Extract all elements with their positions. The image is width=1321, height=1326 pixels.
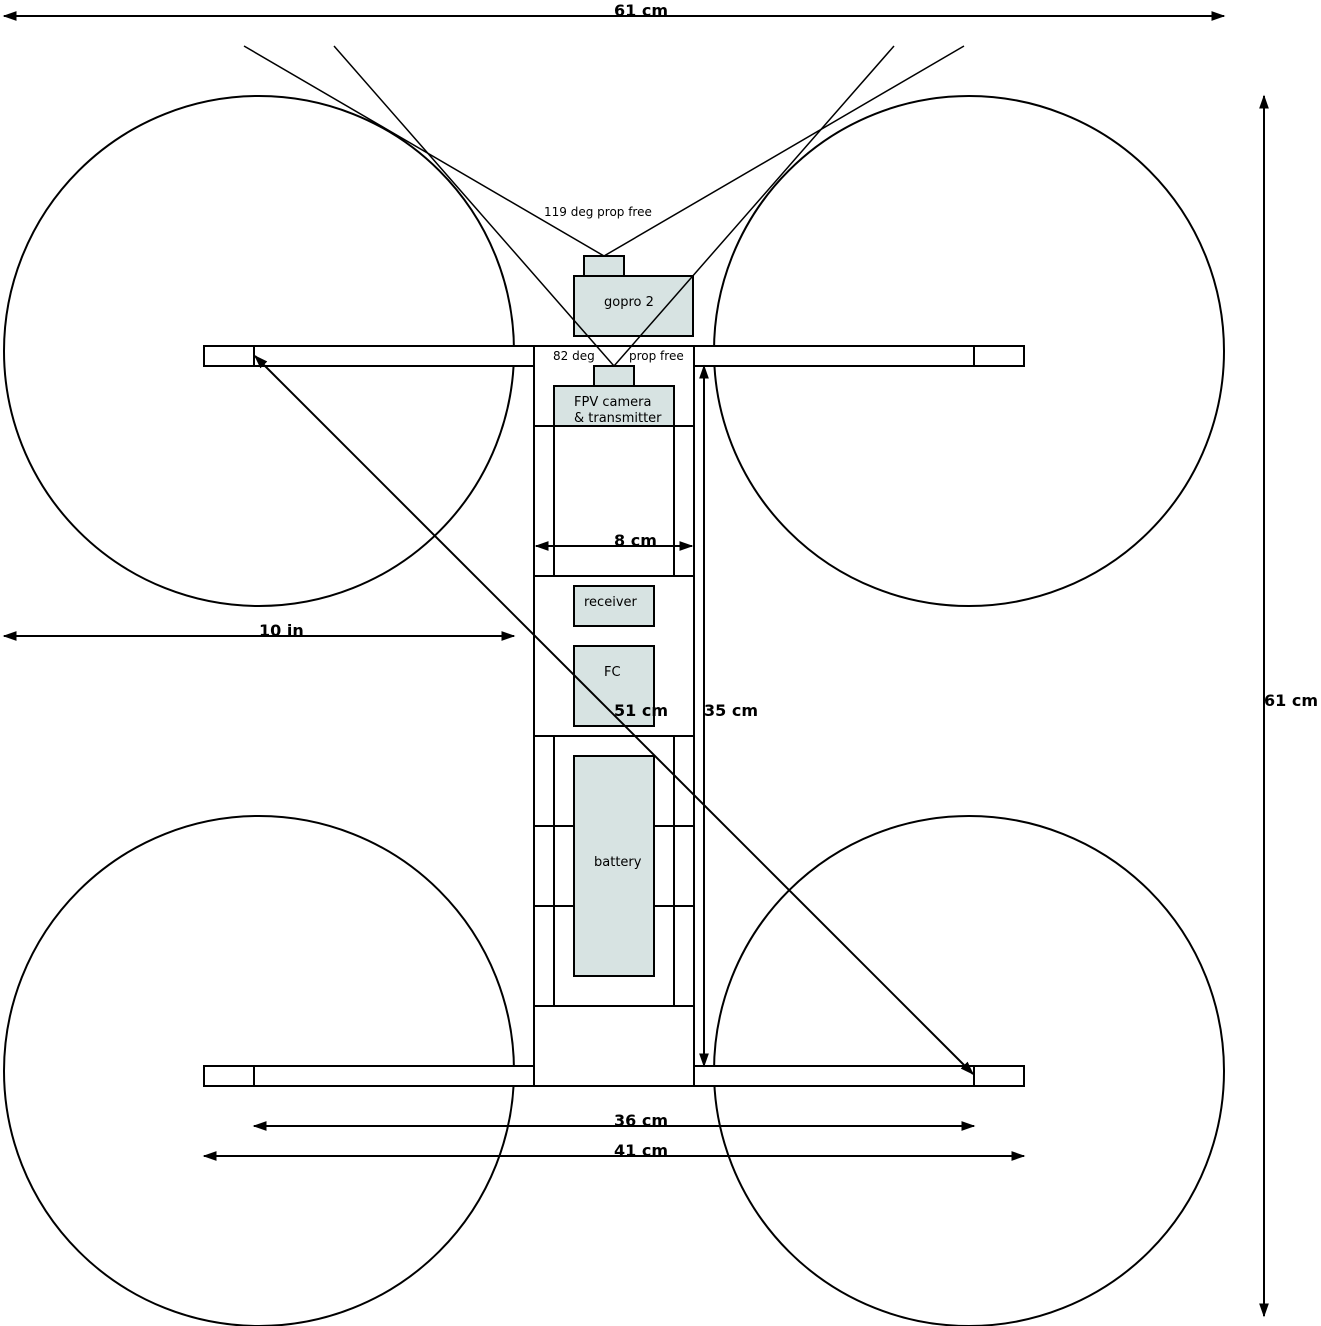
fpv-fov-line-right (613, 45, 895, 367)
receiver-label: receiver (584, 595, 638, 610)
diagonal-arrow (254, 355, 974, 1075)
overall-height-label: 61 cm (1264, 691, 1318, 710)
gopro-mount (583, 255, 625, 277)
fc-label: FC (604, 665, 621, 680)
battery-label: battery (594, 855, 642, 870)
body-width-label: 8 cm (614, 531, 657, 550)
diagonal-label: 51 cm (614, 701, 668, 720)
fpv-fov-label-a: 82 deg (553, 349, 595, 363)
arm-span-label: 41 cm (614, 1141, 668, 1160)
fpv-label-line1: FPV camera (574, 395, 651, 410)
prop-diameter-label: 10 in (259, 621, 304, 640)
fpv-fov-label-b: prop free (629, 349, 684, 363)
fpv-lens (593, 365, 635, 387)
fpv-label-line2: & transmitter (574, 411, 662, 426)
fpv-fov-line-left (333, 45, 615, 367)
gopro-label: gopro 2 (604, 295, 654, 310)
gopro-fov-line-right (603, 45, 965, 257)
arm-length-label: 35 cm (704, 701, 758, 720)
motor-span-label: 36 cm (614, 1111, 668, 1130)
gopro-fov-label: 119 deg prop free (544, 205, 652, 219)
overall-width-label: 61 cm (614, 1, 668, 20)
gopro-box (573, 275, 694, 337)
gopro-fov-line-left (243, 45, 605, 257)
